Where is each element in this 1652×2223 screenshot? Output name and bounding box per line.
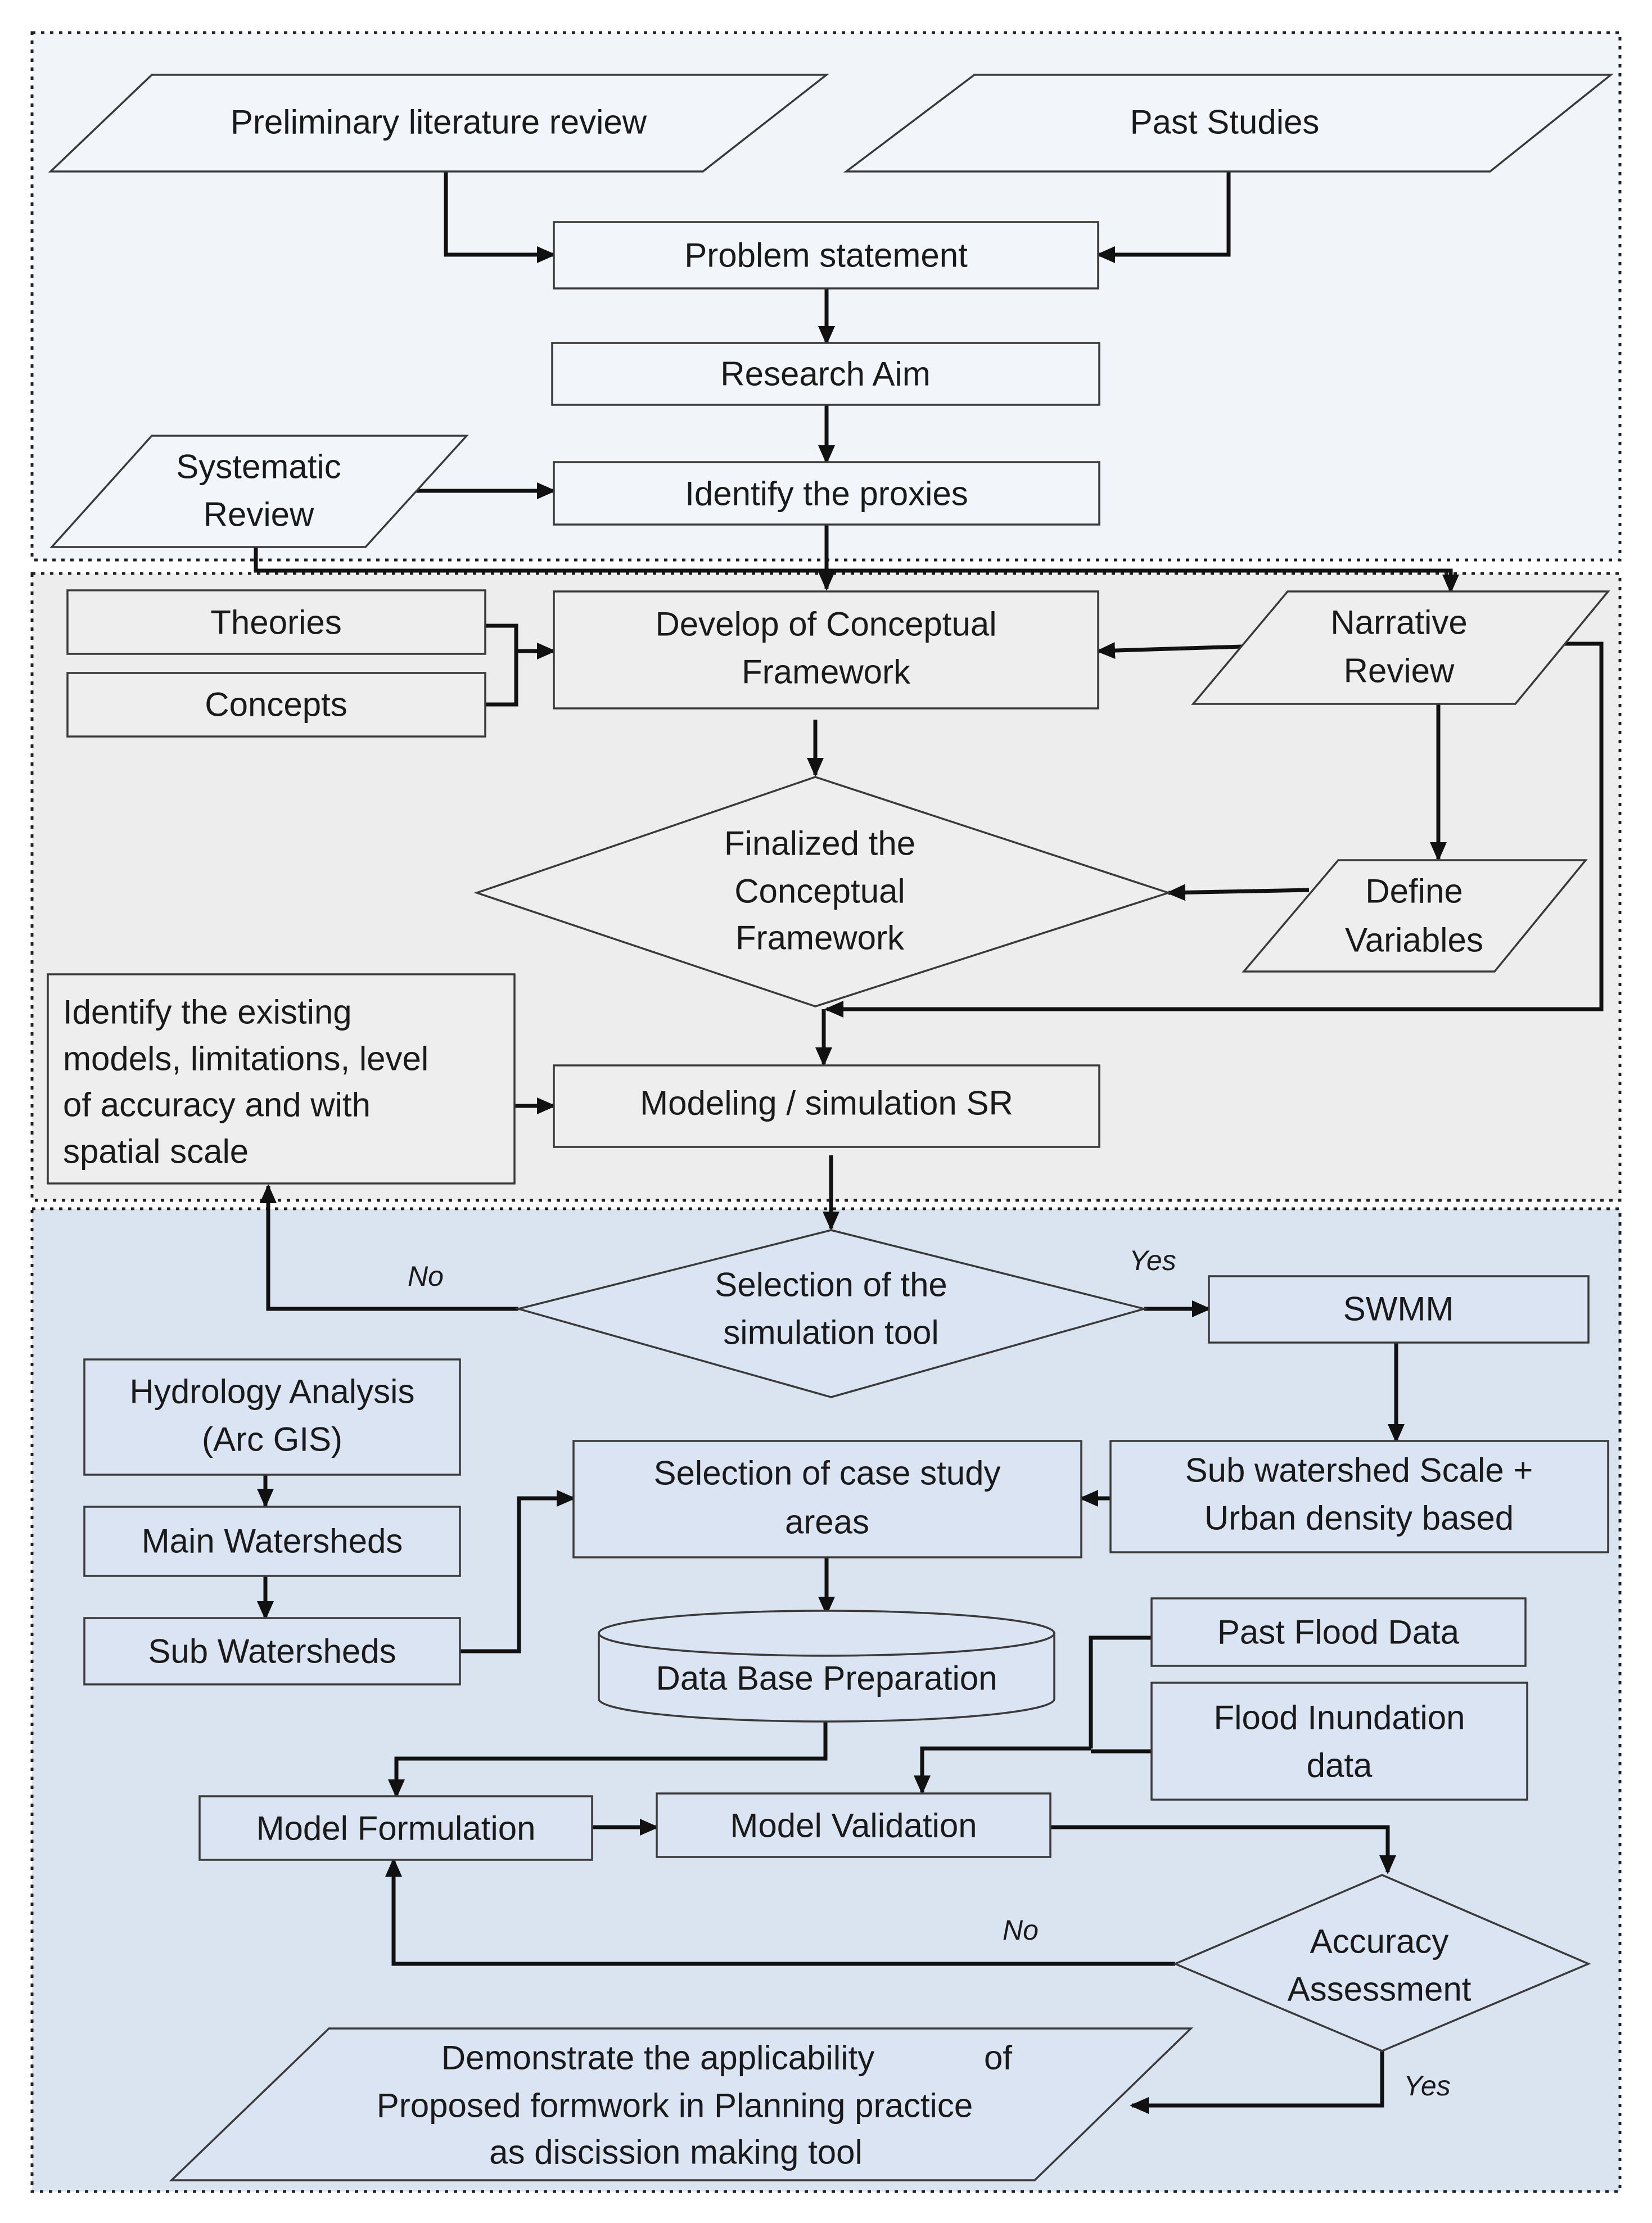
connector-past-studies-to-problem [1096,171,1231,263]
node-label: as discission making tool [489,2134,863,2171]
node-label: Conceptual [734,873,905,910]
branch-label-accuracy-no: No [1003,1914,1039,1946]
node-identify-existing-models: Identify the existing models, limitation… [47,973,516,1185]
node-theories: Theories [66,589,486,655]
branch-label-tool-yes: Yes [1129,1245,1176,1276]
node-label: Systematic [176,448,341,486]
node-label: Modeling / simulation SR [640,1085,1013,1122]
node-label: Problem statement [684,237,968,274]
node-problem-statement: Problem statement [553,221,1099,290]
connector-flood-data-to-validation [1089,1635,1152,1748]
node-label: areas [785,1503,869,1541]
node-label: Narrative [1330,604,1467,641]
node-label: Develop of Conceptual [655,606,996,643]
node-label: simulation tool [723,1314,939,1352]
node-systematic-review: Systematic Review [49,435,469,548]
node-label: Preliminary literature review [231,103,647,141]
node-demonstrate-applicability: Demonstrate the applicability of Propose… [169,2027,1194,2181]
node-sub-watersheds: Sub Watersheds [83,1617,461,1686]
connector-accuracy-no-to-formulation [385,1858,1175,1966]
node-data-base-preparation: Data Base Preparation [598,1610,1055,1723]
node-research-aim: Research Aim [551,342,1100,406]
node-label: Identify the existing [63,993,352,1031]
node-define-variables: Define Variables [1242,859,1588,973]
node-label: Model Validation [730,1807,977,1845]
node-selection-case-study: Selection of case study areas [572,1440,1082,1558]
node-main-watersheds: Main Watersheds [83,1506,461,1577]
node-concepts: Concepts [66,672,486,738]
node-label: Model Formulation [256,1810,536,1847]
connector-theories-concepts-to-develop [485,623,518,707]
node-label: Accuracy [1310,1923,1449,1960]
node-model-formulation: Model Formulation [198,1795,593,1861]
branch-label-accuracy-yes: Yes [1403,2070,1450,2102]
node-hydrology-analysis: Hydrology Analysis (Arc GIS) [83,1358,461,1476]
node-develop-conceptual-framework: Develop of Conceptual Framework [553,590,1099,710]
node-past-studies: Past Studies [843,74,1614,173]
node-label: of accuracy and with [63,1086,371,1124]
node-label: Past Flood Data [1217,1614,1460,1651]
node-flood-inundation-data: Flood Inundation data [1150,1682,1528,1801]
node-modeling-simulation: Modeling / simulation SR [553,1064,1100,1148]
node-label: SWMM [1343,1290,1454,1328]
node-label: Review [1344,652,1455,690]
node-past-flood-data: Past Flood Data [1150,1597,1527,1667]
connector-systematic-to-narrative [254,547,1459,594]
node-label: Sub Watersheds [148,1633,396,1670]
node-label: (Arc GIS) [202,1421,342,1458]
node-label: Finalized the [724,825,915,862]
node-label: Flood Inundation [1213,1699,1465,1737]
node-finalized-conceptual-framework: Finalized the Conceptual Framework [473,776,1172,1007]
connector-validation-to-accuracy [1050,1825,1396,1874]
node-label: Hydrology Analysis [130,1373,415,1411]
node-label: Research Aim [720,355,930,393]
node-label: data [1307,1747,1373,1784]
node-label: Define [1365,873,1463,910]
node-identify-proxies: Identify the proxies [553,461,1100,526]
node-label: Selection of the [715,1266,947,1304]
connector-narrative-to-develop [1096,642,1243,659]
node-label: Review [204,496,314,534]
node-preliminary-literature-review: Preliminary literature review [48,74,830,173]
node-label: Urban density based [1204,1499,1514,1537]
connector-database-to-formulation [388,1699,828,1799]
node-label: Past Studies [1130,103,1320,141]
node-label: Data Base Preparation [656,1660,997,1697]
connectors [254,171,1604,2114]
node-sub-watershed-scale: Sub watershed Scale + Urban density base… [1109,1440,1609,1553]
node-label: Identify the proxies [685,475,968,513]
node-label: Selection of case study [653,1454,1000,1492]
node-label: Main Watersheds [142,1522,403,1560]
node-model-validation: Model Validation [656,1792,1051,1858]
connector-tool-no-to-existing [260,1184,518,1311]
node-label: Framework [742,653,911,691]
node-selection-simulation-tool: Selection of the simulation tool [514,1229,1148,1398]
node-label: Theories [210,604,341,641]
node-label: Variables [1345,921,1483,959]
node-label: Framework [735,919,905,957]
connector-flood-merge-to-validation [914,1746,1091,1795]
node-label: models, limitations, level [63,1040,428,1078]
connector-narrative-to-modeling-loop [824,641,1604,1018]
connector-literature-to-problem [444,171,556,263]
node-label: Concepts [205,686,347,724]
node-accuracy-assessment: Accuracy Assessment [1172,1874,1591,2052]
node-label: spatial scale [63,1133,249,1171]
node-swmm: SWMM [1208,1275,1590,1344]
node-label: Demonstrate the applicability [441,2039,874,2077]
node-narrative-review: Narrative Review [1191,590,1610,705]
branch-label-tool-no: No [408,1260,444,1292]
node-label: of [984,2039,1012,2077]
node-label: Sub watershed Scale + [1185,1452,1533,1489]
connector-variables-to-finalized [1166,884,1310,901]
connector-sub-to-selection [460,1490,576,1653]
connector-accuracy-yes-to-demonstrate [1130,2051,1384,2114]
node-label: Assessment [1288,1971,1472,2008]
node-label: Proposed formwork in Planning practice [377,2087,973,2125]
